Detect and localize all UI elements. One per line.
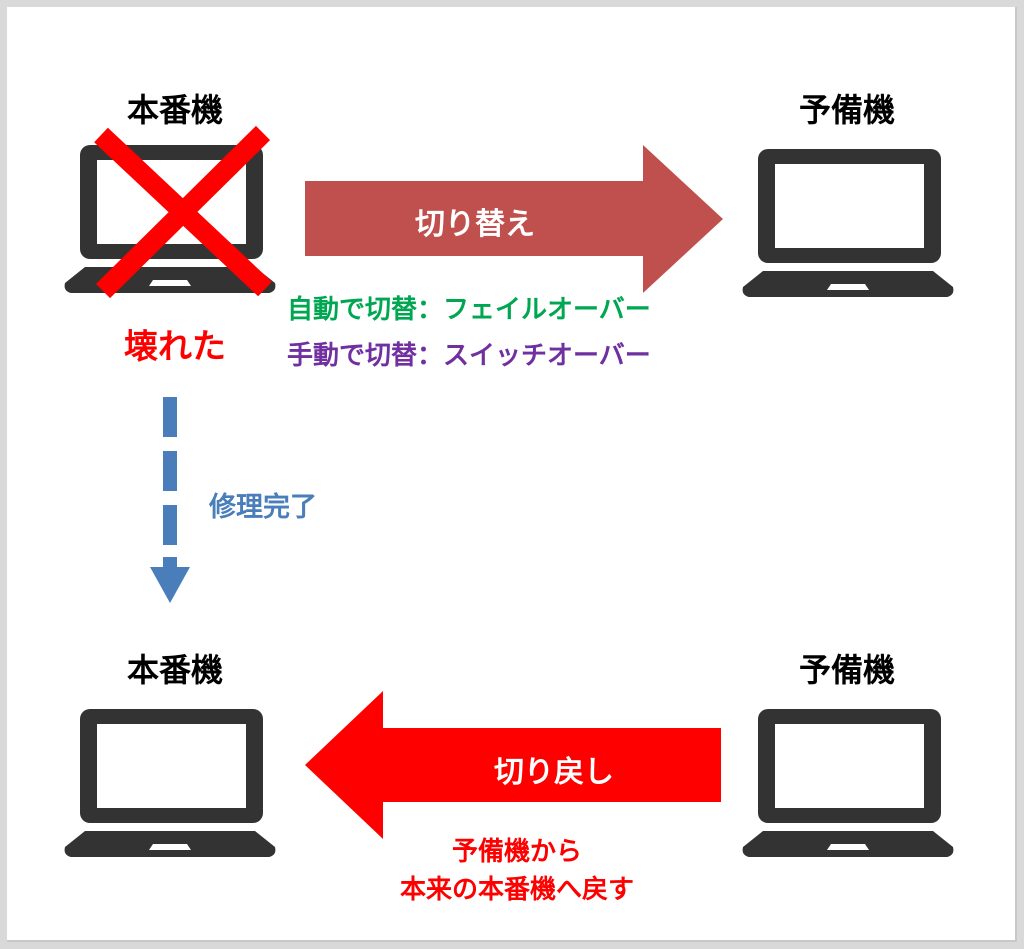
switchover-note: 手動で切替：スイッチオーバー [287,341,651,371]
return-arrow-icon [305,691,721,839]
production-machine-label-bottom: 本番機 [126,651,223,689]
repair-complete-label: 修理完了 [209,492,317,523]
switch-arrow-label: 切り替え [415,207,535,242]
diagram-canvas: 本番機 壊れた 切り替え 自動で切替：フェイルオーバー 手動で切替：スイッチオー… [7,7,1017,942]
laptop-icon [64,709,276,857]
return-note-line2: 本来の本番機へ戻す [399,875,634,905]
broken-cross-icon [94,125,272,299]
laptop-icon [742,149,954,297]
broken-status-label: 壊れた [124,327,226,367]
production-machine-label-top: 本番機 [126,91,223,129]
standby-machine-label-bottom: 予備機 [798,651,895,689]
laptop-icon [742,709,954,857]
repair-arrow-icon [150,397,190,603]
return-note-line1: 予備機から [451,837,582,867]
return-arrow-label: 切り戻し [494,755,614,790]
standby-machine-label-top: 予備機 [798,91,895,129]
switch-arrow-icon [305,145,723,293]
failover-note: 自動で切替：フェイルオーバー [287,295,651,325]
